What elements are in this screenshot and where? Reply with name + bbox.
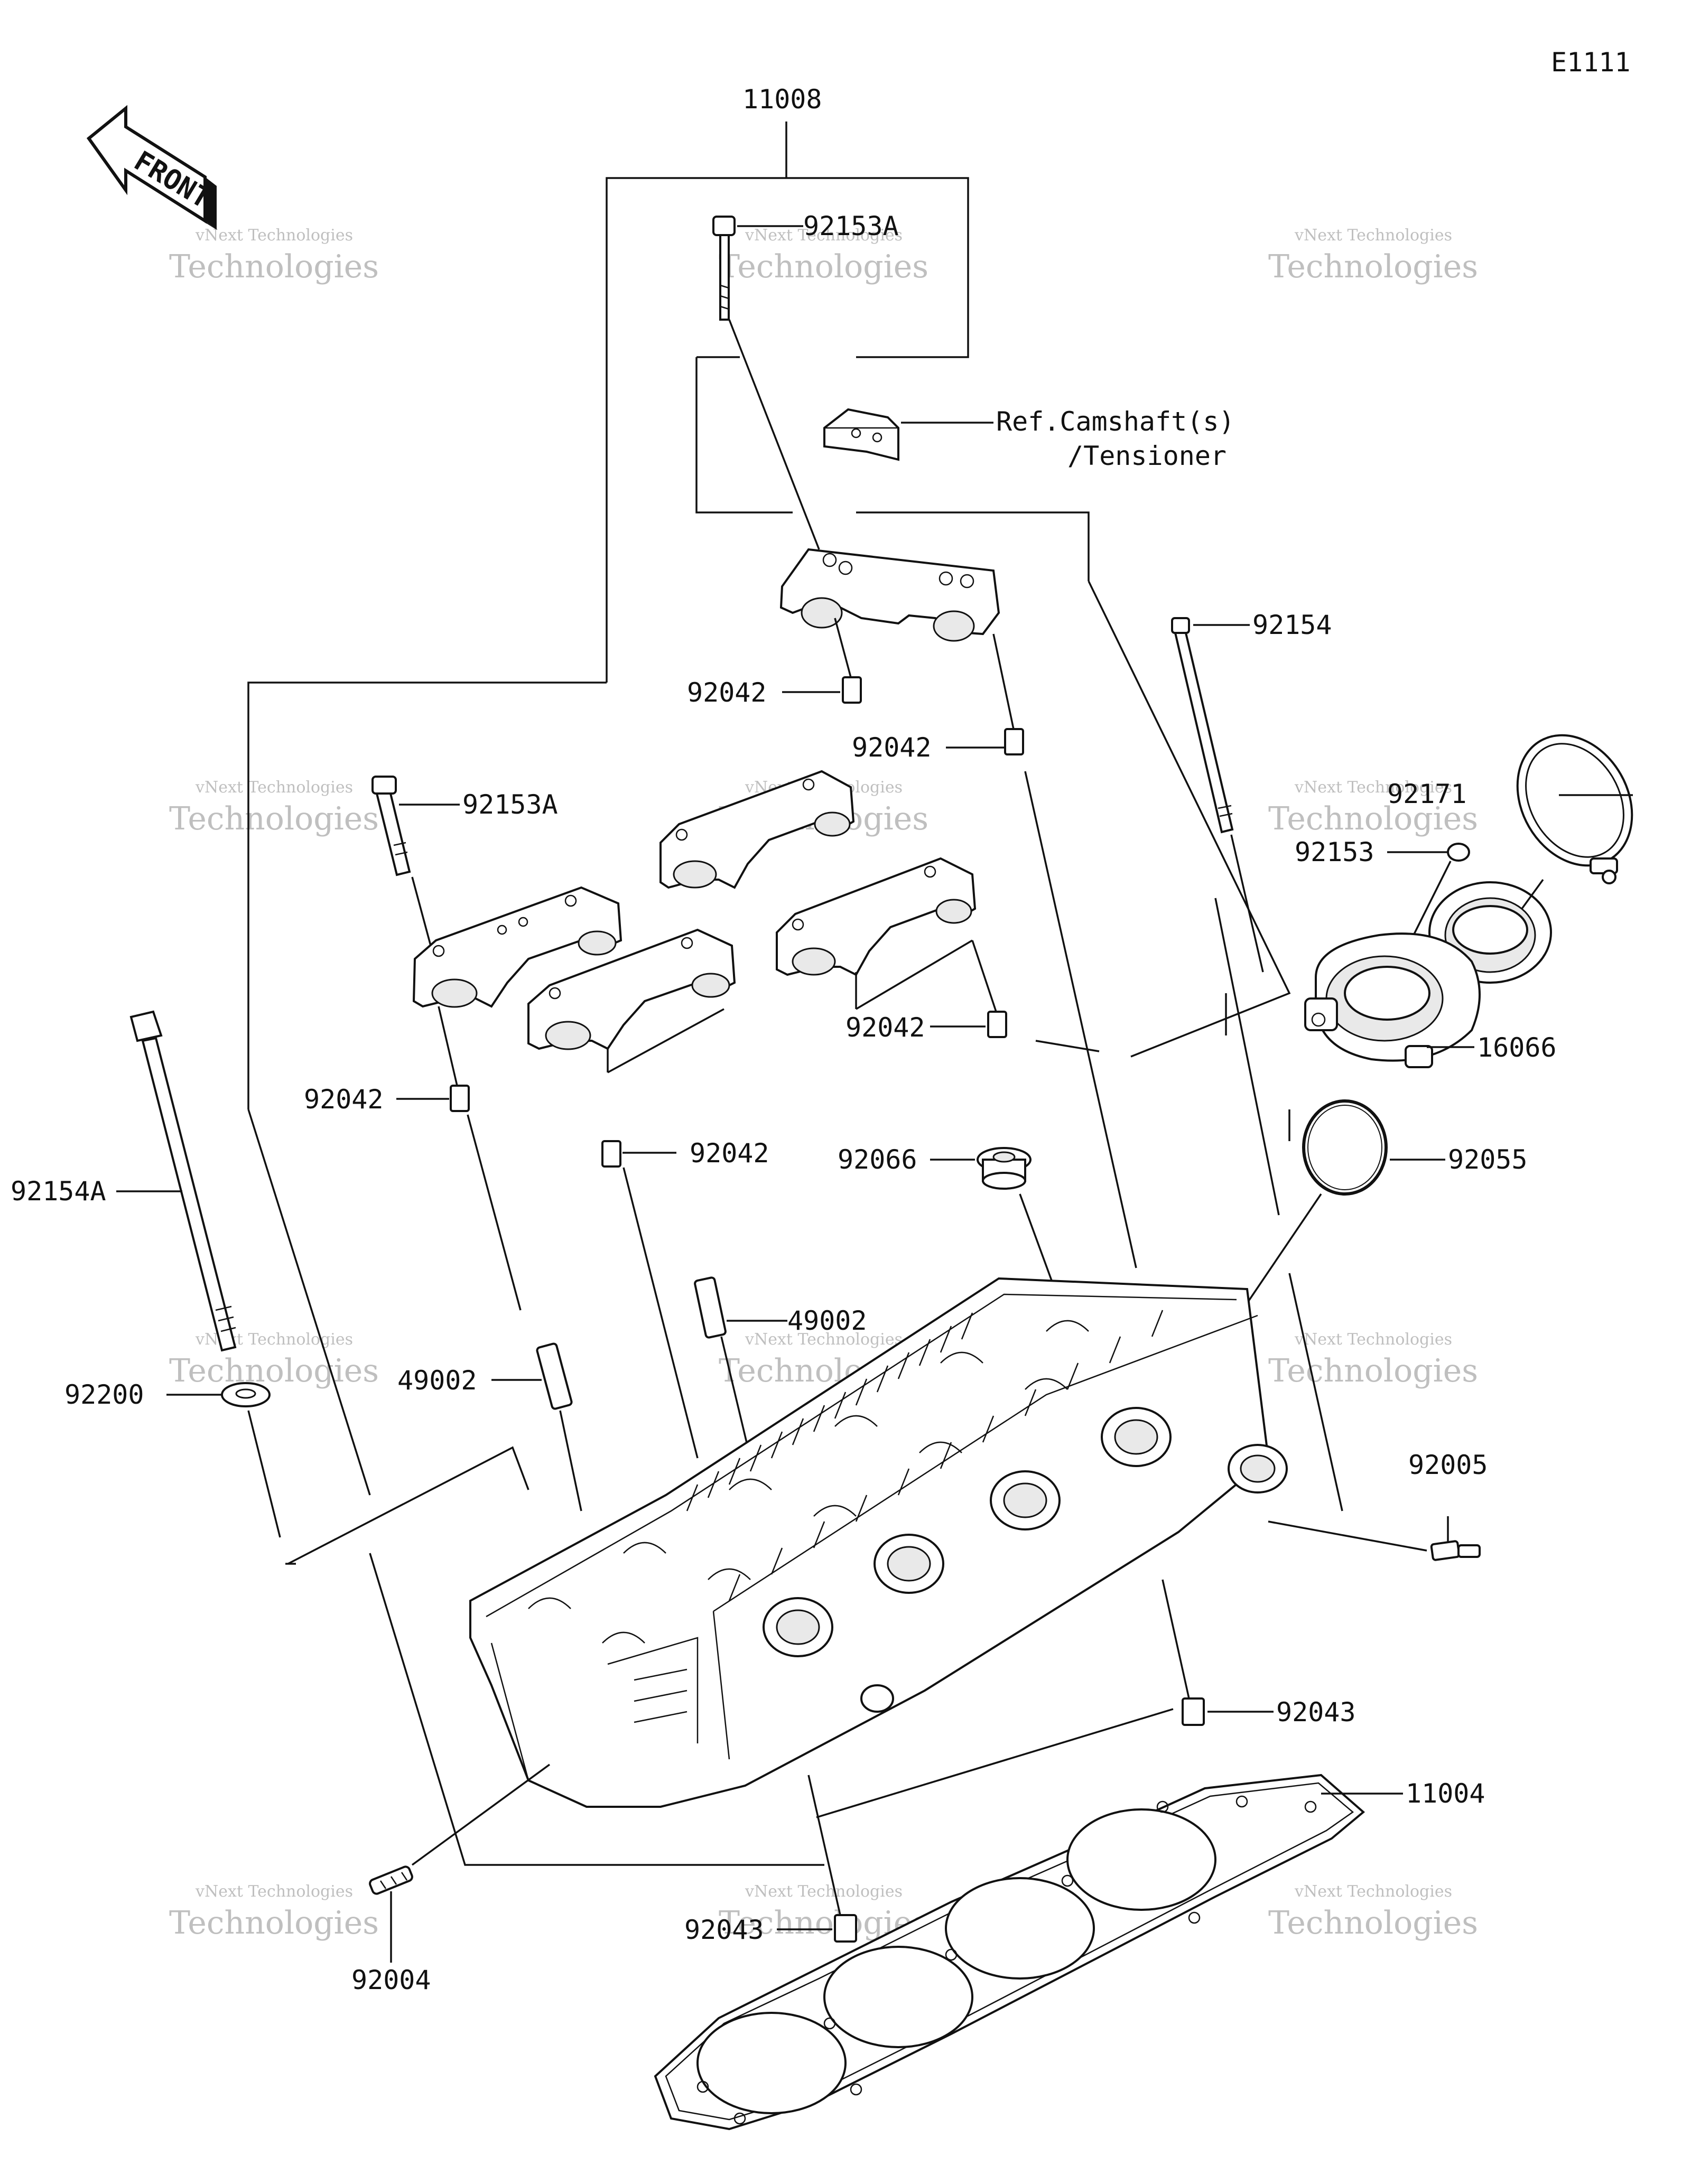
callout-92042-c: 92042: [846, 1012, 925, 1043]
stud-92004: [369, 1763, 551, 1963]
o-ring-92055: [1209, 1099, 1388, 1358]
camshaft-cap-upper-right: [659, 770, 855, 889]
svg-text:Technologies: Technologies: [1268, 248, 1478, 285]
head-port-small: [860, 1684, 894, 1713]
watermark: vNext Technologies Technologies: [169, 1882, 379, 1942]
assembly-frame-lines: [247, 122, 1343, 1866]
watermark: vNext Technologies Technologies: [169, 1330, 379, 1389]
camshaft-cap-mid-left: [527, 928, 736, 1050]
callout-92043-b: 92043: [684, 1915, 764, 1945]
callout-92153: 92153: [1295, 837, 1374, 867]
dowel-92043-a: [1162, 1579, 1205, 1726]
callout-92042-d: 92042: [304, 1084, 384, 1115]
cooling-fin-hatching: [686, 1310, 1164, 1601]
callout-labels: 11008 92153A Ref.Camshaft(s) /Tensioner …: [11, 84, 1557, 1995]
callout-92153a-left: 92153A: [462, 789, 558, 820]
watermark: vNext Technologies Technologies: [1268, 1330, 1478, 1389]
callout-11008: 11008: [742, 84, 822, 115]
clamp-92171: [1516, 734, 1633, 884]
bolt-92153a-left: [371, 776, 432, 946]
callout-92042-a: 92042: [687, 677, 767, 708]
fitting-92005: [1268, 1516, 1481, 1561]
washer-92200: [221, 1382, 281, 1538]
svg-text:vNext Technologies: vNext Technologies: [1294, 226, 1452, 245]
intake-ports: [763, 1407, 1172, 1657]
plug-92066: [977, 1147, 1079, 1353]
svg-text:Technologies: Technologies: [169, 1352, 379, 1389]
svg-text:Technologies: Technologies: [1268, 1352, 1478, 1389]
svg-text:vNext Technologies: vNext Technologies: [195, 778, 353, 797]
camshaft-cap-top: [779, 548, 1000, 642]
svg-text:Technologies: Technologies: [169, 800, 379, 837]
cap-bracket-line: [607, 1008, 724, 1074]
cap-bracket-line: [856, 939, 973, 1010]
callout-ref-camshaft: Ref.Camshaft(s): [996, 406, 1235, 437]
watermark-layer: vNext Technologies Technologies vNext Te…: [169, 226, 1478, 1942]
callout-49002-a: 49002: [787, 1305, 867, 1336]
bolt-92153a-top: [712, 216, 820, 550]
callout-16066: 16066: [1477, 1032, 1557, 1063]
svg-text:Technologies: Technologies: [169, 248, 379, 285]
svg-text:Technologies: Technologies: [169, 1905, 379, 1942]
watermark: vNext Technologies Technologies: [169, 226, 379, 285]
svg-text:Technologies: Technologies: [719, 248, 928, 285]
dowel-92042-e: [601, 1140, 699, 1459]
callout-92042-e: 92042: [690, 1138, 769, 1169]
svg-text:vNext Technologies: vNext Technologies: [1294, 778, 1452, 797]
camshaft-cap-lower-right: [776, 857, 977, 976]
callout-92005: 92005: [1408, 1450, 1488, 1480]
bolt-92154: [1171, 617, 1264, 973]
cylinder-head-11008: [469, 1277, 1288, 1808]
watermark: vNext Technologies Technologies: [719, 1882, 928, 1942]
throttle-holder-16066: [1304, 879, 1552, 1068]
cam-journal-row: [528, 1320, 1089, 1644]
watermark: vNext Technologies Technologies: [1268, 226, 1478, 285]
svg-text:vNext Technologies: vNext Technologies: [195, 1882, 353, 1901]
callout-49002-b: 49002: [397, 1365, 477, 1396]
watermark: vNext Technologies Technologies: [719, 226, 928, 285]
head-gasket-11004: [654, 1774, 1365, 2131]
callout-92066: 92066: [838, 1144, 917, 1175]
watermark: vNext Technologies Technologies: [169, 778, 379, 837]
svg-text:vNext Technologies: vNext Technologies: [745, 226, 903, 245]
svg-text:vNext Technologies: vNext Technologies: [1294, 1330, 1452, 1349]
callout-92042-b: 92042: [852, 732, 932, 763]
callout-92055: 92055: [1448, 1144, 1528, 1175]
svg-text:Technologies: Technologies: [1268, 800, 1478, 837]
camshaft-tensioner-bracket: [823, 408, 899, 461]
front-arrow-icon: FRONT: [86, 105, 217, 230]
dowel-92043-b: [807, 1775, 857, 1943]
svg-text:vNext Technologies: vNext Technologies: [745, 1882, 903, 1901]
camshaft-cap-left: [412, 886, 622, 1008]
valve-guide-49002-b: [536, 1342, 582, 1511]
dowel-92042-b: [992, 633, 1137, 1268]
callout-92154: 92154: [1252, 610, 1332, 640]
dowel-92042-a: [834, 618, 862, 704]
svg-text:vNext Technologies: vNext Technologies: [195, 226, 353, 245]
callout-92200: 92200: [64, 1379, 144, 1410]
svg-text:vNext Technologies: vNext Technologies: [745, 1330, 903, 1349]
callout-92043-a: 92043: [1276, 1697, 1356, 1728]
svg-text:vNext Technologies: vNext Technologies: [1294, 1882, 1452, 1901]
dowel-92042-c: [971, 940, 1007, 1038]
callout-92154a: 92154A: [11, 1176, 106, 1207]
watermark: vNext Technologies Technologies: [1268, 1882, 1478, 1942]
callout-92171: 92171: [1387, 779, 1467, 809]
callout-11004: 11004: [1406, 1778, 1485, 1809]
valve-guide-49002-a: [694, 1276, 751, 1459]
dowel-92042-d: [438, 1006, 522, 1311]
diagram-code: E1111: [1551, 47, 1631, 78]
callout-ref-tensioner: /Tensioner: [1067, 441, 1227, 471]
callout-92153a-top: 92153A: [803, 211, 899, 241]
watermark: vNext Technologies Technologies: [1268, 778, 1478, 837]
svg-text:Technologies: Technologies: [1268, 1905, 1478, 1942]
callout-92004: 92004: [351, 1965, 431, 1995]
bolt-92154a: [129, 1010, 237, 1352]
